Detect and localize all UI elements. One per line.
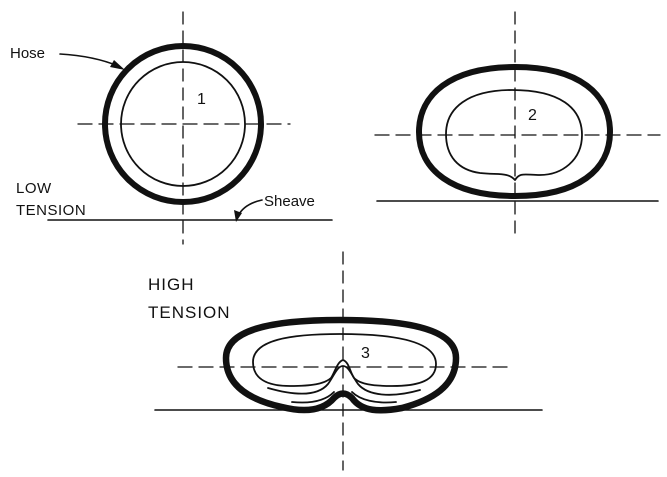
panel-3-hose-inner-wall bbox=[252, 333, 437, 387]
high-tension-label-line2: TENSION bbox=[148, 303, 231, 322]
hose-leader-arrowhead bbox=[110, 60, 125, 70]
panel-2-hose-inner-wall bbox=[445, 89, 583, 181]
panel-2-medium-tension bbox=[374, 11, 661, 241]
panel-2-hose-outer-wall bbox=[416, 64, 613, 199]
sheave-leader-line bbox=[237, 199, 263, 217]
hose-leader-line bbox=[59, 53, 119, 67]
low-tension-label-line1: LOW bbox=[16, 180, 52, 197]
sheave-leader-arrowhead bbox=[234, 210, 242, 222]
low-tension-label-line2: TENSION bbox=[16, 202, 86, 219]
hose-label: Hose bbox=[10, 45, 45, 62]
high-tension-label-line1: HIGH bbox=[148, 275, 195, 294]
panel-1-hose-inner-wall bbox=[120, 61, 246, 187]
panel-3-high-tension bbox=[154, 251, 543, 471]
panel-1-low-tension bbox=[47, 11, 333, 245]
panel-3-number: 3 bbox=[361, 345, 370, 362]
sheave-label: Sheave bbox=[264, 193, 315, 210]
panel-3-hose-outer-wall bbox=[222, 316, 460, 414]
panel-1-hose-outer-wall bbox=[102, 43, 264, 205]
panel-3-hose-inner-fold bbox=[267, 365, 421, 396]
panel-1-number: 1 bbox=[197, 91, 206, 108]
panel-2-number: 2 bbox=[528, 107, 537, 124]
panel-3-hose-bottom-layer bbox=[291, 391, 397, 404]
